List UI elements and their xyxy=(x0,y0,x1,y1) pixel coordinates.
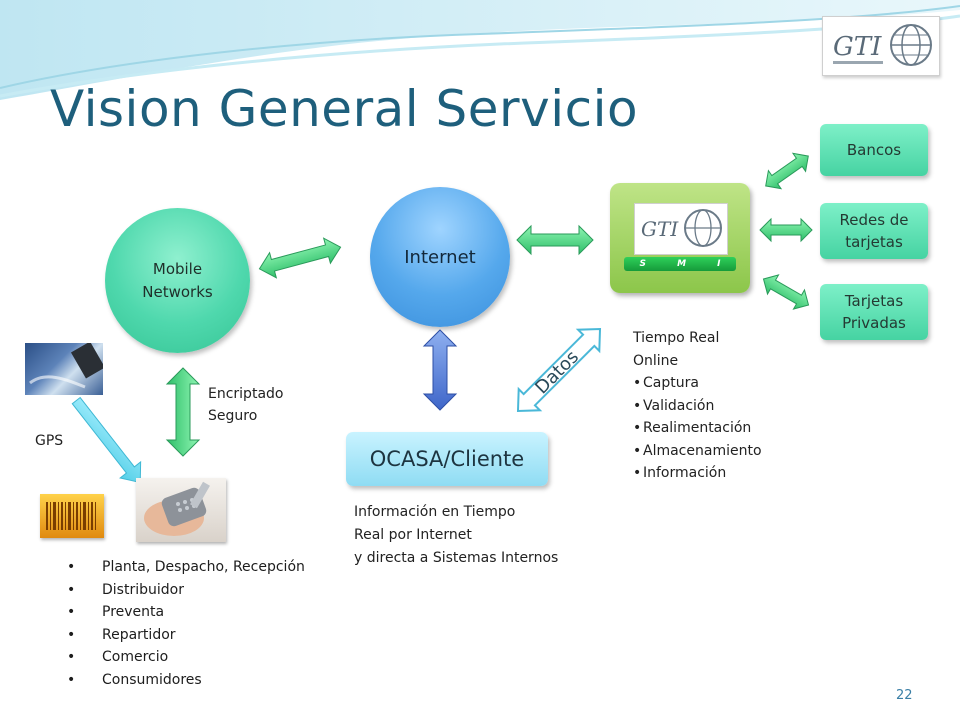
bancos-node: Bancos xyxy=(820,124,928,176)
barcode-image xyxy=(40,494,104,538)
gti-globe-icon: GTI xyxy=(641,209,722,247)
tiempo-real-list: Captura Validación Realimentación Almace… xyxy=(633,372,762,485)
tarjetas-privadas-node: Tarjetas Privadas xyxy=(820,284,928,340)
gti-smi-logo: GTI xyxy=(634,203,728,255)
list-item: Distribuidor xyxy=(67,579,305,602)
double-arrow-internet-gti xyxy=(516,224,594,256)
list-item: Captura xyxy=(633,372,762,395)
smi-bar: S M I xyxy=(624,257,736,271)
smi-letter-s: S xyxy=(639,259,647,269)
page-number: 22 xyxy=(896,688,913,703)
satellite-icon xyxy=(29,341,106,389)
double-arrow-gti-tarjetas xyxy=(762,274,810,310)
mobile-networks-node: Mobile Networks xyxy=(105,208,250,353)
smi-letter-i: I xyxy=(717,259,721,269)
list-item: Repartidor xyxy=(67,624,305,647)
list-item: Información xyxy=(633,462,762,485)
list-item: Validación xyxy=(633,395,762,418)
gti-logo: GTI xyxy=(822,16,940,76)
ocasa-cliente-label: OCASA/Cliente xyxy=(369,447,525,471)
double-arrow-mobile-internet xyxy=(258,237,342,279)
internet-node: Internet xyxy=(370,187,510,327)
double-arrow-gti-bancos xyxy=(765,152,809,190)
smi-letter-m: M xyxy=(677,259,687,269)
tiempo-real-block: Tiempo Real Online Captura Validación Re… xyxy=(633,327,762,485)
slide-title: Vision General Servicio xyxy=(50,80,639,138)
svg-text:GTI: GTI xyxy=(833,32,882,62)
list-item: Consumidores xyxy=(67,669,305,692)
bancos-label: Bancos xyxy=(846,141,902,159)
informacion-tiempo-real-text: Información en Tiempo Real por Internet … xyxy=(354,504,559,566)
redes-tarjetas-label: Redes de tarjetas xyxy=(839,211,909,251)
internet-label: Internet xyxy=(404,246,476,268)
double-arrow-mobile-devices xyxy=(165,367,201,457)
double-arrow-gti-redes xyxy=(759,217,813,243)
list-item: Realimentación xyxy=(633,417,762,440)
list-item: Comercio xyxy=(67,646,305,669)
gti-logo-icon: GTI xyxy=(833,24,932,66)
tiempo-real-heading: Tiempo Real Online xyxy=(633,330,720,369)
handheld-device-image xyxy=(136,478,226,542)
gti-smi-box: GTI S M I xyxy=(610,183,750,293)
gps-label: GPS xyxy=(35,433,64,449)
list-item: Preventa xyxy=(67,601,305,624)
redes-tarjetas-node: Redes de tarjetas xyxy=(820,203,928,259)
list-item: Almacenamiento xyxy=(633,440,762,463)
satellite-image xyxy=(25,341,106,395)
barcode-icon xyxy=(46,502,96,530)
datos-arrow xyxy=(516,327,602,413)
gps-arrow xyxy=(71,396,142,484)
handheld-icon xyxy=(144,481,210,536)
encriptado-seguro-label: Encriptado Seguro xyxy=(208,386,284,424)
svg-text:GTI: GTI xyxy=(641,217,679,241)
mobile-networks-label: Mobile Networks xyxy=(142,259,213,301)
actors-list: Planta, Despacho, Recepción Distribuidor… xyxy=(67,556,305,691)
tarjetas-privadas-label: Tarjetas Privadas xyxy=(842,292,906,332)
ocasa-cliente-node: OCASA/Cliente xyxy=(346,432,548,486)
double-arrow-internet-ocasa xyxy=(422,329,458,411)
list-item: Planta, Despacho, Recepción xyxy=(67,556,305,579)
